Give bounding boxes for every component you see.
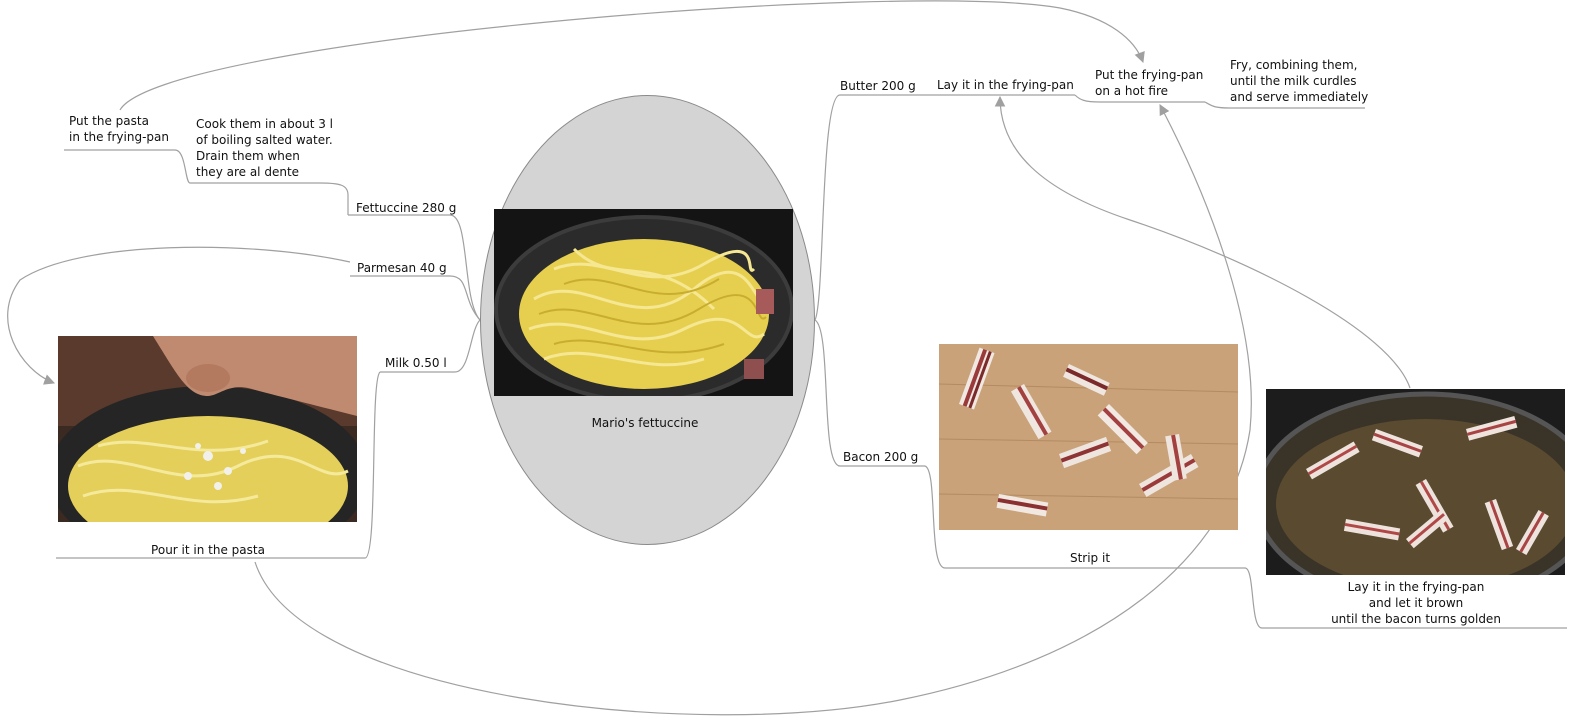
node-brown-step[interactable]: Lay it in the frying-pan and let it brow… — [1331, 580, 1501, 626]
link-root-fettuccine — [348, 214, 481, 321]
node-bacon[interactable]: Bacon 200 g — [843, 450, 919, 464]
node-butter[interactable]: Butter 200 g — [840, 79, 916, 93]
node-put-pasta[interactable]: Put the pasta in the frying-pan — [69, 114, 169, 144]
node-parmesan[interactable]: Parmesan 40 g — [357, 261, 447, 275]
bacon-strips-photo — [939, 344, 1238, 530]
node-fettuccine[interactable]: Fettuccine 280 g — [356, 201, 457, 215]
link-milk-pour — [56, 371, 381, 559]
link-bacon-strip — [924, 465, 1567, 629]
link-hotfire-fry — [1204, 101, 1365, 109]
root-label: Mario's fettuccine — [591, 416, 699, 430]
arrow-pour-to-hotfire — [254, 104, 1252, 716]
node-strip-step[interactable]: Strip it — [1069, 551, 1111, 565]
fettuccine-in-pan-photo — [494, 209, 793, 396]
arrow-pasta-to-hotfire — [119, 0, 1145, 111]
arrow-brown-to-layit — [994, 95, 1411, 389]
arrow-parmesan-to-pour — [7, 246, 351, 385]
grating-cheese-photo — [58, 336, 357, 522]
node-fry-serve[interactable]: Fry, combining them, until the milk curd… — [1230, 58, 1369, 104]
link-root-bacon — [814, 319, 925, 467]
bacon-frying-photo — [1266, 389, 1565, 575]
link-root-butter — [814, 94, 925, 321]
node-milk[interactable]: Milk 0.50 l — [385, 356, 447, 370]
node-pour-step[interactable]: Pour it in the pasta — [151, 543, 265, 557]
node-cook-step[interactable]: Cook them in about 3 l of boiling salted… — [196, 117, 333, 179]
node-lay-butter[interactable]: Lay it in the frying-pan — [937, 78, 1074, 92]
link-root-parmesan — [350, 275, 481, 321]
node-hot-fire[interactable]: Put the frying-pan on a hot fire — [1095, 68, 1204, 98]
link-fettuccine-cook — [64, 149, 349, 215]
link-lay-hotfire — [1074, 94, 1205, 103]
link-root-milk — [380, 319, 481, 373]
